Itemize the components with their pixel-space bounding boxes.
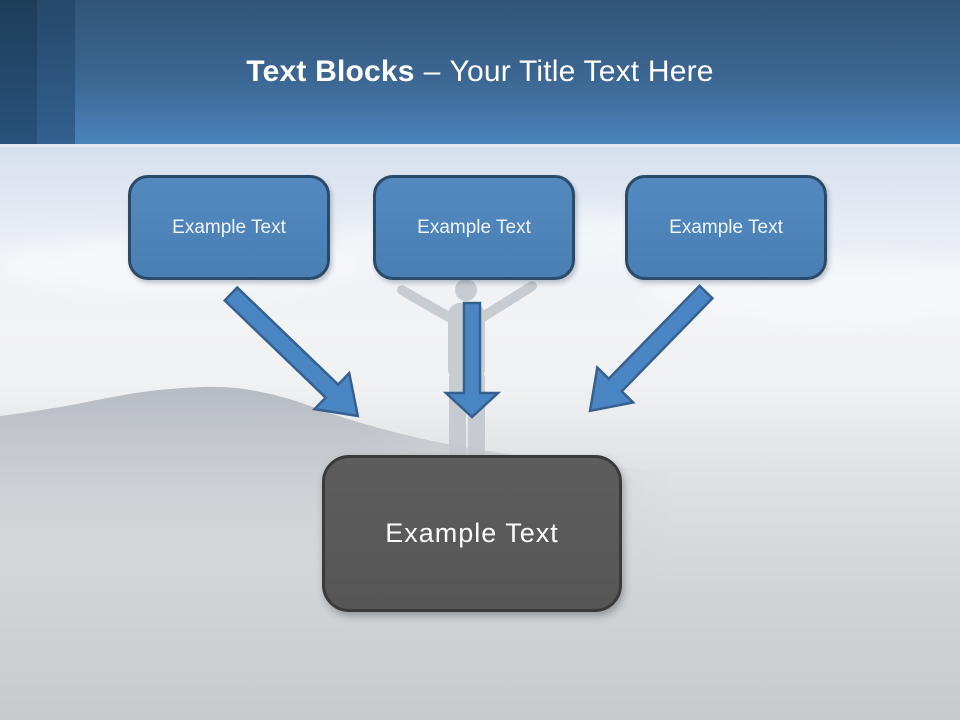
text-block-3[interactable]: Example Text [625, 175, 827, 280]
text-block-1[interactable]: Example Text [128, 175, 330, 280]
header-accent-stripe-dark [0, 0, 37, 144]
header-underline [0, 144, 960, 147]
arrow-down-icon[interactable] [442, 301, 502, 419]
text-block-2-label: Example Text [417, 216, 531, 238]
slide-title-separator: – [423, 55, 441, 88]
arrow-down-right-icon[interactable] [214, 276, 375, 434]
arrow-down-left-icon[interactable] [572, 275, 724, 429]
header-banner: Text Blocks – Your Title Text Here [0, 0, 960, 144]
header-accent-stripe-medium [37, 0, 75, 144]
result-text-block[interactable]: Example Text [322, 455, 622, 612]
slide-title-keyword: Text Blocks [246, 55, 415, 88]
text-block-1-label: Example Text [172, 216, 286, 238]
result-text-block-label: Example Text [385, 518, 559, 548]
text-block-3-label: Example Text [669, 216, 783, 238]
slide-title-subtitle: Your Title Text Here [449, 55, 714, 88]
text-block-2[interactable]: Example Text [373, 175, 575, 280]
slide-title[interactable]: Text Blocks – Your Title Text Here [75, 0, 885, 144]
